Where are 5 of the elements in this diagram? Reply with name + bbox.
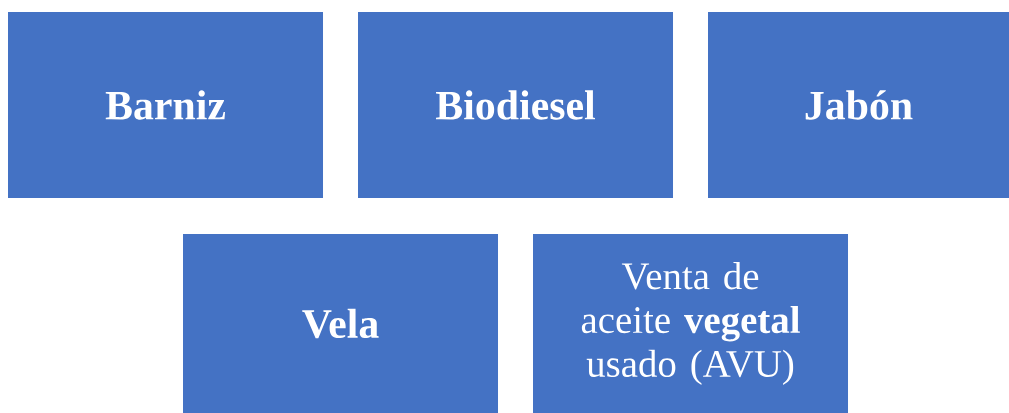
text-box: Biodiesel [358, 12, 673, 198]
text-box: Venta de aceite vegetal usado (AVU) [533, 234, 848, 413]
text-box: Jabón [708, 12, 1009, 198]
text-box: Vela [183, 234, 498, 413]
text-box: Barniz [8, 12, 323, 198]
